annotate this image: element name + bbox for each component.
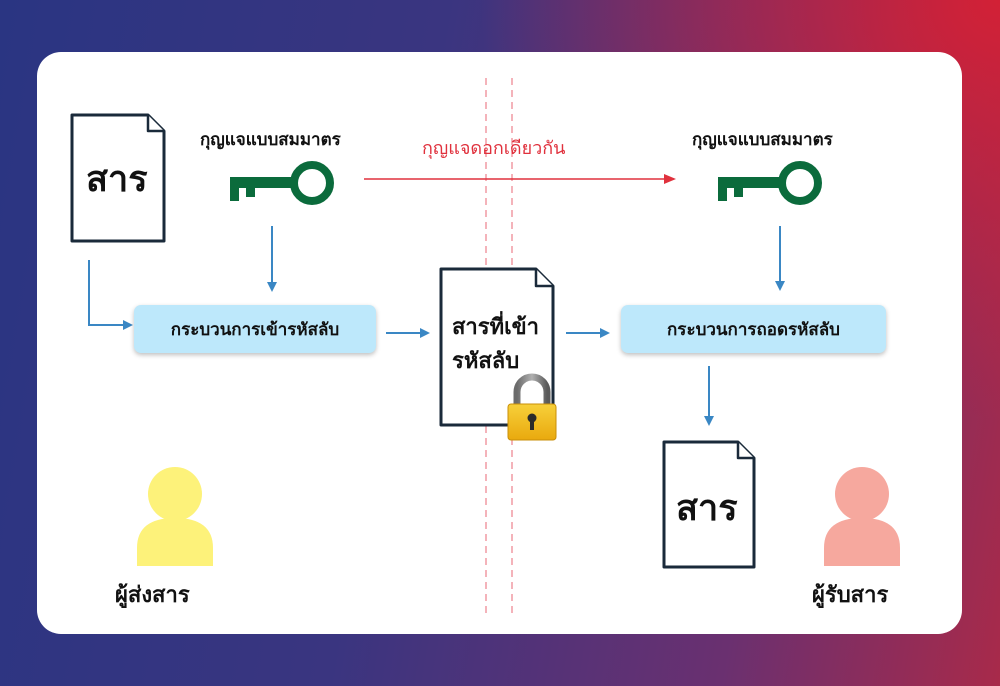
receiver-document-label: สาร xyxy=(676,488,738,529)
decryption-process-box: กระบวนการถอดรหัสลับ xyxy=(621,305,886,353)
encrypted-document-label-line1: สารที่เข้า xyxy=(452,315,540,340)
sender-key-label: กุญแจแบบสมมาตร xyxy=(200,130,341,150)
sender-key-icon xyxy=(230,161,334,205)
sender-document-icon xyxy=(70,113,166,243)
receiver-person-icon xyxy=(824,467,900,566)
sender-document-label: สาร xyxy=(86,159,148,200)
shared-key-label: กุญแจดอกเดียวกัน xyxy=(422,138,566,159)
arrow-doc-to-encrypt xyxy=(88,260,133,330)
sender-person-label: ผู้ส่งสาร xyxy=(115,583,190,608)
receiver-person-label: ผู้รับสาร xyxy=(812,583,889,608)
receiver-document-icon xyxy=(662,440,756,569)
receiver-key-label: กุญแจแบบสมมาตร xyxy=(692,130,833,150)
encrypted-document-icon xyxy=(439,267,555,427)
receiver-key-icon xyxy=(718,161,822,205)
sender-person-icon xyxy=(137,467,213,566)
encryption-process-box: กระบวนการเข้ารหัสลับ xyxy=(134,305,376,353)
encrypted-document-label-line2: รหัสลับ xyxy=(452,349,520,374)
lock-icon xyxy=(507,373,557,441)
